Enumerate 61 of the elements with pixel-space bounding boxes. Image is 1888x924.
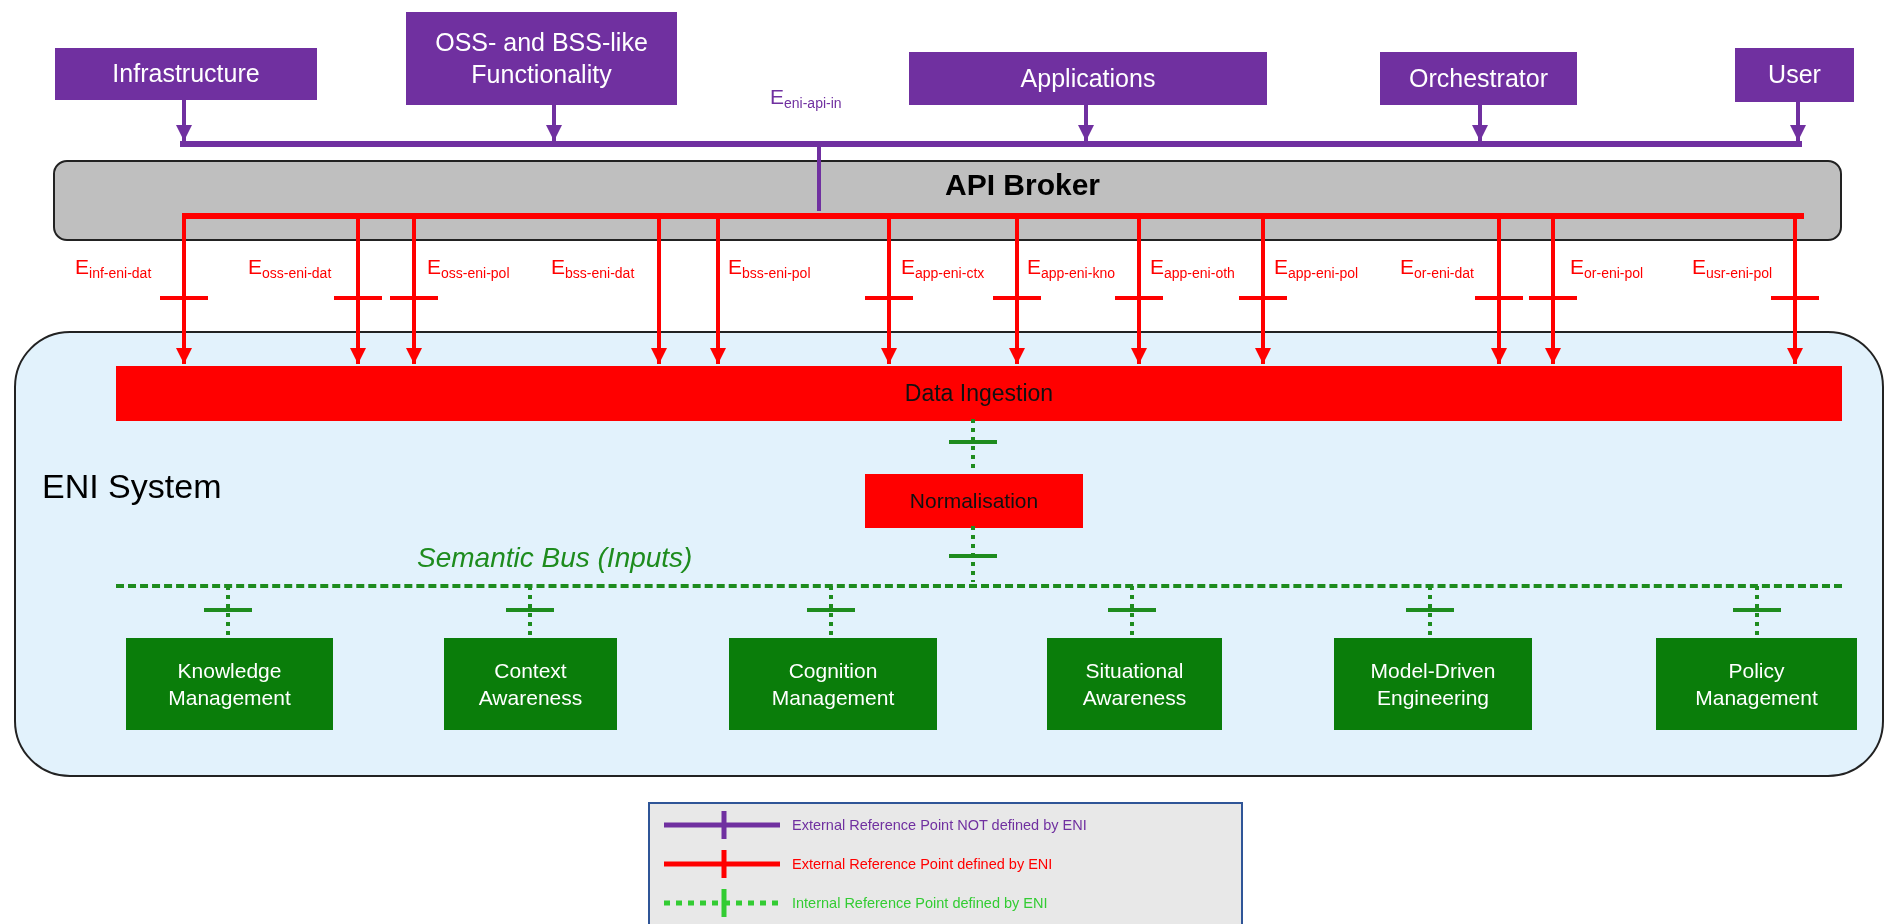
legend-text: Internal Reference Point defined by ENI [792,895,1048,911]
connector [1130,586,1134,636]
connector [1131,217,1147,364]
broker-panel [53,160,1842,241]
connector [1787,217,1803,364]
function-box: Model-Driven Engineering [1334,638,1532,730]
process-box: Normalisation [865,474,1083,528]
system-title: ENI System [42,467,222,506]
connector [528,586,532,636]
edge-label: E$_{inf-eni-dat}$ [75,256,152,280]
actor-box: Applications [909,52,1267,105]
connector [1491,217,1507,364]
edge-label: E$_{app-eni-ctx}$ [901,256,985,280]
system-container [14,331,1884,777]
edge-label: E$_{oss-eni-pol}$ [427,256,510,280]
actor-box: User [1735,48,1854,102]
connector [1472,105,1488,141]
connector [1755,586,1759,636]
bus-bar [182,213,1804,219]
connector [1078,105,1094,141]
connector [971,526,975,582]
function-box: Situational Awareness [1047,638,1222,730]
connector [1255,217,1271,364]
bus-bar [180,141,1802,147]
bus-label: Semantic Bus (Inputs) [417,542,693,574]
broker-title: API Broker [944,168,1101,202]
connector [710,217,726,364]
actor-box: Infrastructure [55,48,317,100]
edge-label: E$_{oss-eni-dat}$ [248,256,332,280]
connector [1545,217,1561,364]
edge-label: E$_{app-eni-kno}$ [1027,256,1115,280]
connector [226,586,230,636]
connector [406,217,422,364]
function-box: Policy Management [1656,638,1857,730]
actor-box: OSS- and BSS-like Functionality [406,12,677,105]
connector [350,217,366,364]
edge-label: E$_{bss-eni-dat}$ [551,256,635,280]
edge-label: E$_{app-eni-pol}$ [1274,256,1359,280]
process-bar: Data Ingestion [116,366,1842,421]
legend-text: External Reference Point NOT defined by ENI [792,817,1087,833]
connector [1009,217,1025,364]
connector [176,217,192,364]
edge-label: E$_{eni-api-in}$ [770,86,842,110]
actor-box: Orchestrator [1380,52,1577,105]
connector [1790,102,1806,141]
function-box: Cognition Management [729,638,937,730]
connector [651,217,667,364]
connector [1428,586,1432,636]
legend-text: External Reference Point defined by ENI [792,856,1053,872]
connector [817,147,821,211]
function-box: Context Awareness [444,638,617,730]
edge-label: E$_{or-eni-dat}$ [1400,256,1474,280]
function-box: Knowledge Management [126,638,333,730]
edge-label: E$_{usr-eni-pol}$ [1692,256,1773,280]
connector [176,100,192,141]
connector [546,105,562,141]
edge-label: E$_{app-eni-oth}$ [1150,256,1235,280]
edge-label: E$_{bss-eni-pol}$ [728,256,811,280]
edge-label: E$_{or-eni-pol}$ [1570,256,1644,280]
connector [881,217,897,364]
connector [829,586,833,636]
